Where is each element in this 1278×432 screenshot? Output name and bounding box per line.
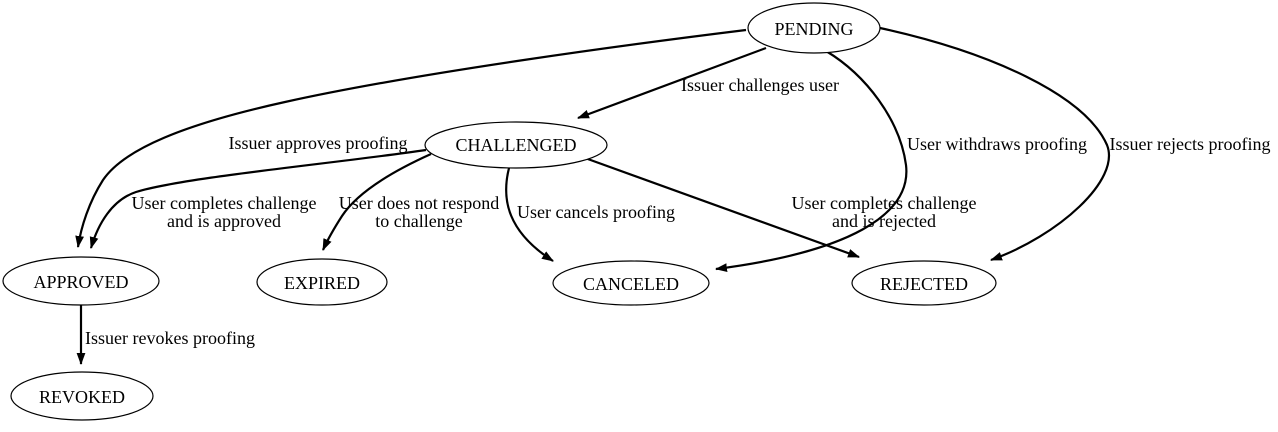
state-node-rejected: REJECTED <box>851 260 997 306</box>
canceled-ellipse <box>552 260 710 306</box>
pending-ellipse <box>747 2 881 54</box>
edge-label-issuer-rejects-proofing: Issuer rejects proofing <box>1110 134 1271 154</box>
revoked-ellipse <box>10 371 154 421</box>
edge-label-user-cancels-proofing: User cancels proofing <box>517 202 675 222</box>
edge-label-issuer-challenges-user: Issuer challenges user <box>681 75 839 95</box>
edge-label-user-does-not-respond: User does not respond to challenge <box>339 193 499 231</box>
state-node-revoked: REVOKED <box>10 371 154 421</box>
edge-label-line: User completes challenge <box>792 193 977 213</box>
state-node-approved: APPROVED <box>2 256 160 306</box>
edge-challenged-approved <box>89 148 427 249</box>
rejected-ellipse <box>851 260 997 306</box>
edge-pending-challenged <box>577 46 767 120</box>
edge-challenged-expired <box>321 152 432 251</box>
state-label-rejected: REJECTED <box>880 274 968 294</box>
state-node-expired: EXPIRED <box>256 258 388 306</box>
state-label-approved: APPROVED <box>33 272 128 292</box>
edge-label-line: User completes challenge <box>132 193 317 213</box>
edge-pending-canceled <box>715 50 908 272</box>
edge-label-issuer-revokes-proofing: Issuer revokes proofing <box>85 328 255 348</box>
edge-label-user-withdraws-proofing: User withdraws proofing <box>907 134 1087 154</box>
edge-label-user-completes-challenge-rejected: User completes challenge and is rejected <box>792 193 977 231</box>
edge-label-line: and is approved <box>167 211 281 231</box>
edge-label-line: to challenge <box>375 211 462 231</box>
challenged-ellipse <box>424 121 608 169</box>
edge-label-issuer-approves-proofing: Issuer approves proofing <box>229 133 408 153</box>
state-node-challenged: CHALLENGED <box>424 121 608 169</box>
expired-ellipse <box>256 258 388 306</box>
edge-label-line: and is rejected <box>832 211 936 231</box>
state-label-challenged: CHALLENGED <box>456 135 577 155</box>
edge-label-user-completes-challenge-approved: User completes challenge and is approved <box>132 193 317 231</box>
edge-challenged-canceled <box>505 167 554 262</box>
edge-pending-approved <box>75 28 747 248</box>
state-label-canceled: CANCELED <box>583 274 679 294</box>
state-label-pending: PENDING <box>775 19 854 39</box>
state-label-expired: EXPIRED <box>284 273 360 293</box>
approved-ellipse <box>2 256 160 306</box>
state-node-canceled: CANCELED <box>552 260 710 306</box>
state-node-pending: PENDING <box>747 2 881 54</box>
state-label-revoked: REVOKED <box>39 387 125 407</box>
edge-label-line: User does not respond <box>339 193 499 213</box>
edge-challenged-rejected <box>584 156 860 259</box>
edge-pending-rejected <box>879 26 1110 262</box>
